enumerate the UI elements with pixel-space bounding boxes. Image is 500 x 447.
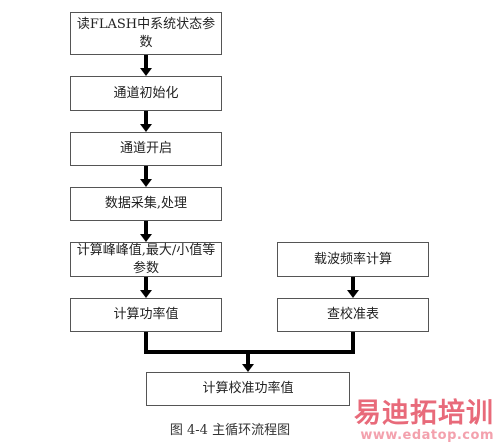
arrowhead-init [140,68,152,76]
arrowhead-peak [140,234,152,242]
node-read-flash: 读FLASH中系统状态参数 [70,12,222,55]
node-carrier-frequency-label: 载波频率计算 [313,251,392,267]
node-calc-power: 计算功率值 [70,298,222,332]
node-calc-calibrated-power: 计算校准功率值 [146,372,350,406]
node-lookup-table-label: 查校准表 [326,307,379,322]
merge-line [144,332,355,354]
arrowhead-acq [140,179,152,187]
node-calc-calibrated-power-label: 计算校准功率值 [202,381,294,396]
node-calc-peak: 计算峰峰值,最大/小值等参数 [70,242,222,277]
arrowhead-table [347,290,359,298]
node-lookup-table: 查校准表 [277,298,429,332]
arrowhead-power [140,290,152,298]
figure-caption: 图 4-4 主循环流程图 [169,423,291,438]
node-channel-init-label: 通道初始化 [113,85,179,101]
arrowhead-calibrated [242,364,254,372]
node-calc-power-label: 计算功率值 [113,307,179,322]
node-data-acquisition-label: 数据采集,处理 [104,196,188,211]
node-channel-init: 通道初始化 [70,76,222,111]
node-calc-peak-label: 计算峰峰值,最大/小值等参数 [76,242,216,276]
node-carrier-frequency: 载波频率计算 [277,242,429,277]
node-channel-open: 通道开启 [70,132,222,166]
node-channel-open-label: 通道开启 [119,141,172,156]
arrowhead-open [140,124,152,132]
node-read-flash-label: 读FLASH中系统状态参数 [76,16,216,50]
node-data-acquisition: 数据采集,处理 [70,187,222,221]
